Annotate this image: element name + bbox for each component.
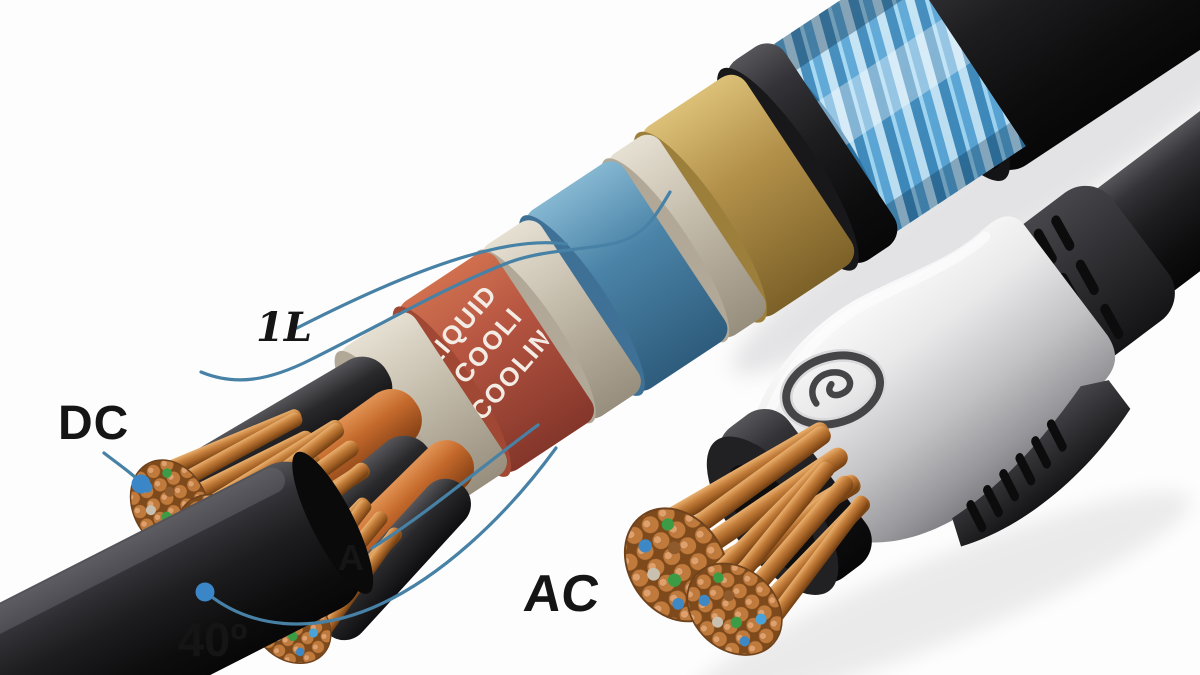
leader-line-ampere <box>370 423 540 550</box>
grip-panel <box>952 380 1131 547</box>
leader-dot-temperature <box>195 582 215 602</box>
dc-cable-cutaway: LIQUID COOLI COOLING <box>106 0 1200 675</box>
dc-cable-stub <box>0 451 374 675</box>
label-ac: AC <box>520 565 603 623</box>
label-ampere: A <box>338 537 364 578</box>
ac-connector <box>602 0 1200 675</box>
liquid-cooling-tubes <box>755 0 1026 243</box>
label-dc: DC <box>58 397 130 450</box>
leader-dot-dc <box>131 474 151 494</box>
leader-dots <box>131 474 215 602</box>
leader-line-temperature <box>206 446 558 626</box>
leader-line-coolant-long <box>199 190 672 382</box>
leader-line-dc <box>102 451 138 480</box>
label-temperature: 40º <box>178 613 248 666</box>
label-coolant-volume: 1L <box>256 304 312 351</box>
cable-gap-shade <box>732 6 1200 374</box>
leader-line-coolant-short <box>295 241 568 330</box>
ambient-shadows <box>689 6 1200 675</box>
brand-logo-icon <box>779 348 887 432</box>
connector-shadow <box>689 491 1191 675</box>
leader-lines <box>102 190 672 626</box>
